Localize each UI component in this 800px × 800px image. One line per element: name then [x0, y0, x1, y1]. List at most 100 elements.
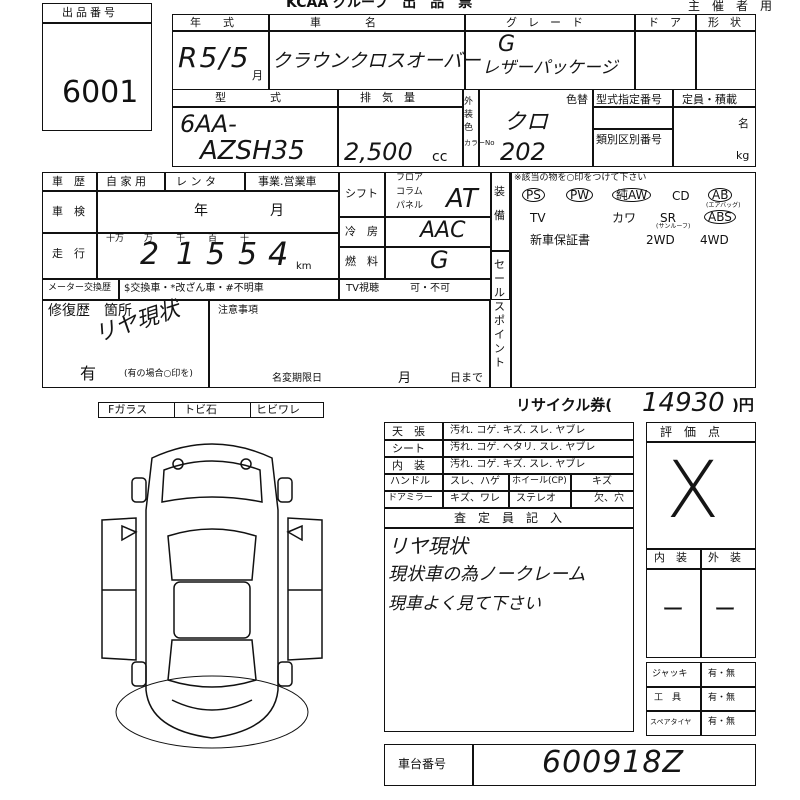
inspector-label: 査 定 員 記 入	[454, 511, 563, 525]
interior-score-value: ー	[662, 598, 685, 623]
history-business: 事業.営業車	[258, 175, 317, 188]
model-value-1: 6AA-	[180, 110, 237, 138]
recycle-value: 14930	[642, 388, 725, 418]
shape-label: 形 状	[708, 16, 741, 29]
shift-value: AT	[446, 184, 478, 214]
capacity-unit-kg: kg	[736, 149, 750, 162]
history-rental: レ ン タ	[176, 175, 216, 188]
history-table	[42, 172, 510, 300]
deadline-day: 日まで	[450, 371, 483, 384]
equipment-box	[490, 172, 756, 388]
car-diagram	[101, 443, 323, 749]
mirror-options: キズ、ワレ	[450, 493, 500, 504]
stereo-options: 欠、穴	[594, 493, 624, 504]
glass-crack: ヒビワレ	[256, 403, 300, 416]
displacement-label: 排 気 量	[360, 91, 415, 104]
inspection-month: 月	[270, 203, 284, 219]
notes-label: 注意事項	[218, 305, 258, 316]
score-value: X	[666, 446, 720, 536]
inspector-line-3: 現車よく見て下さい	[388, 594, 541, 614]
equip-abs: ABS	[704, 210, 736, 224]
model-value-2: AZSH35	[200, 136, 305, 166]
digit-unit-10: 十	[240, 234, 250, 244]
tool-jack-value: 有・無	[708, 669, 736, 679]
history-private: 自 家 用	[106, 175, 146, 188]
lot-number: 6001	[62, 75, 139, 110]
color-no-value: 202	[500, 138, 546, 166]
inspection-label: 車 検	[52, 205, 85, 218]
wheel-options: キズ	[592, 476, 612, 487]
exterior-score-label: 外 装	[708, 551, 741, 564]
interior-ceiling-label: 天 張	[392, 425, 425, 438]
shift-column: コラム	[396, 187, 423, 197]
recycle-unit: )円	[732, 396, 754, 414]
grade-label: グ レ ー ド	[506, 16, 583, 29]
color-change-label: 色替	[566, 93, 588, 106]
grade-value-1: G	[498, 32, 516, 57]
mileage-digit-5: 4	[268, 235, 289, 273]
equip-tv: TV	[530, 211, 546, 225]
inspector-line-2: 現状車の為ノークレーム	[388, 564, 586, 585]
equip-airbag-sub: (エアバッグ)	[706, 202, 741, 209]
inspector-line-1: リヤ現状	[388, 534, 468, 558]
car-value: クラウンクロスオーバー	[272, 50, 481, 72]
group-title: KCAA グループ 出 品 票	[286, 0, 473, 11]
equip-pw: PW	[566, 188, 594, 202]
mileage-digit-1: 2	[140, 237, 160, 272]
digit-unit-100k: 十万	[106, 234, 125, 244]
exterior-score-value: ー	[714, 598, 737, 623]
color-no-label: カラーNo	[464, 139, 495, 147]
interior-ceiling-options: 汚れ. コゲ. キズ. スレ. ヤブレ	[450, 425, 586, 436]
equip-airbag: AB	[708, 188, 733, 202]
stereo-label: ステレオ	[516, 493, 556, 504]
lot-label: 出品番号	[62, 6, 118, 19]
glass-row	[98, 402, 324, 418]
category-number-label: 類別区別番号	[596, 133, 662, 146]
ac-label: 冷 房	[345, 225, 378, 238]
year-value: R5/5	[178, 41, 251, 74]
meter-note: $交換車・*改ざん車・#不明車	[124, 283, 264, 294]
chassis-value: 600918Z	[542, 745, 685, 780]
sales-point-label: セールスポイント	[494, 258, 505, 369]
glass-chip: トビ石	[184, 403, 217, 416]
interior-seat-options: 汚れ. コゲ. ヘタリ. スレ. ヤブレ	[450, 442, 596, 453]
interior-trim-label: 内 装	[392, 459, 425, 472]
recycle-label: リサイクル券(	[516, 396, 613, 414]
model-table	[172, 89, 756, 167]
mileage-digit-3: 5	[206, 237, 226, 272]
exterior-color-label: 外装色	[464, 97, 474, 133]
equip-cd: CD	[672, 189, 690, 203]
shift-label: シフト	[345, 187, 378, 200]
glass-f: Fガラス	[108, 403, 148, 416]
equip-sunroof: SR	[660, 211, 676, 225]
interior-seat-label: シート	[392, 442, 425, 455]
equip-warranty: 新車保証書	[530, 233, 591, 247]
capacity-unit-person: 名	[738, 117, 749, 130]
interior-score-label: 内 装	[654, 551, 687, 564]
mileage-digit-4: 5	[238, 237, 258, 272]
color-value: クロ	[504, 110, 549, 135]
mileage-digit-2: 1	[176, 237, 196, 272]
displacement-unit: cc	[432, 149, 448, 165]
grade-value-2: レザーパッケージ	[482, 58, 618, 78]
equip-sunroof-sub: (サンルーフ)	[656, 223, 691, 230]
equip-leather: カワ	[612, 211, 637, 225]
wheel-label: ホイール(CP)	[512, 476, 567, 486]
repair-has-label: 有	[80, 364, 97, 383]
shift-panel: パネル	[396, 201, 424, 211]
equip-2wd: 2WD	[646, 233, 675, 247]
inspector-box	[384, 508, 634, 732]
tv-label: TV視聴	[346, 283, 379, 294]
capacity-label: 定員・積載	[682, 93, 737, 106]
deadline-label: 名変期限日	[272, 373, 322, 384]
shift-floor: フロア	[396, 173, 424, 183]
ac-value: AAC	[420, 218, 466, 243]
fuel-label: 燃 料	[345, 255, 378, 268]
tv-value: 可・不可	[410, 283, 450, 294]
chassis-box	[384, 744, 756, 786]
year-label: 年 式	[190, 16, 234, 29]
repair-label: 修復歴 箇所	[48, 303, 132, 319]
digit-unit-10k: 万	[144, 234, 154, 244]
type-designation-label: 型式指定番号	[596, 93, 662, 106]
month-suffix: 月	[252, 69, 263, 82]
